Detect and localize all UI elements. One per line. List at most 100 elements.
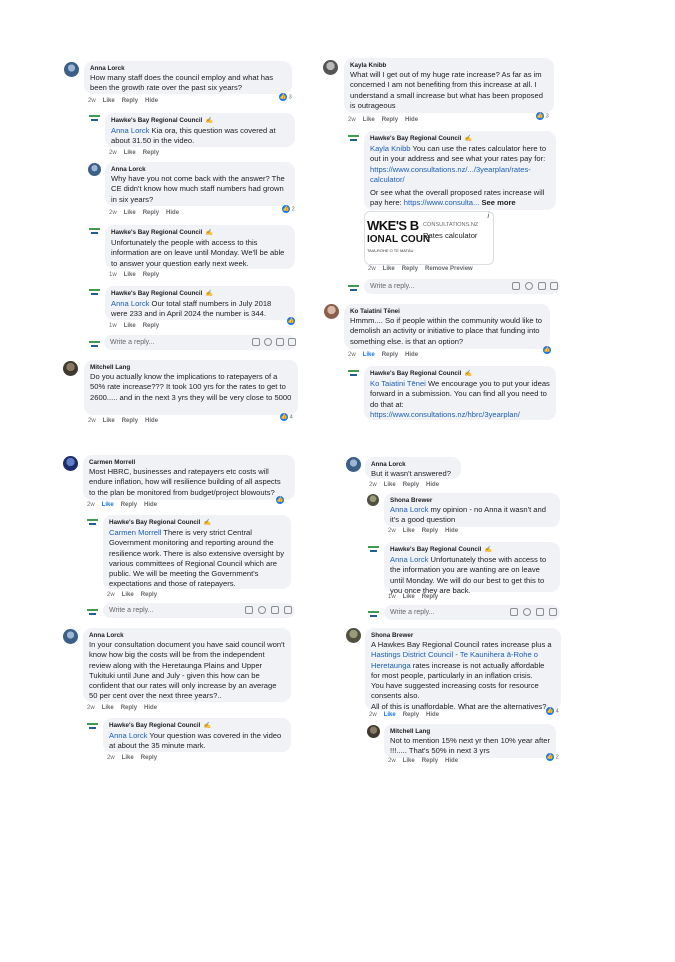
consultation-link[interactable]: https://www.consulta...: [403, 198, 480, 208]
like-button[interactable]: Like: [102, 98, 115, 104]
hide-button[interactable]: Hide: [445, 528, 459, 534]
timestamp[interactable]: 2w: [109, 210, 117, 216]
commenter-name[interactable]: Shona Brewer: [390, 497, 433, 504]
commenter-name[interactable]: Hawke's Bay Regional Council✍: [111, 289, 289, 299]
timestamp[interactable]: 1w: [388, 594, 396, 600]
commenter-name[interactable]: Hawke's Bay Regional Council✍: [370, 134, 550, 144]
hbrc-logo-avatar[interactable]: [86, 516, 99, 527]
mention-link[interactable]: Anna Lorck: [111, 299, 150, 308]
write-reply-input[interactable]: Write a reply...: [384, 605, 560, 620]
camera-icon[interactable]: [536, 608, 544, 616]
reply-button[interactable]: Reply: [121, 98, 139, 104]
avatar[interactable]: [63, 629, 78, 644]
hide-button[interactable]: Hide: [445, 758, 459, 764]
remove-preview-button[interactable]: Remove Preview: [425, 266, 473, 272]
camera-icon[interactable]: [276, 338, 284, 346]
reply-button[interactable]: Reply: [381, 352, 399, 358]
write-reply-input[interactable]: Write a reply...: [103, 603, 295, 618]
sticker-icon[interactable]: [512, 282, 520, 290]
avatar[interactable]: [367, 725, 380, 738]
mention-link[interactable]: Hastings District Council - Te Kaunihera…: [371, 650, 538, 670]
reply-button[interactable]: Reply: [142, 323, 160, 329]
reply-button[interactable]: Reply: [140, 592, 158, 598]
avatar[interactable]: [63, 456, 78, 471]
timestamp[interactable]: 2w: [107, 755, 115, 761]
like-button[interactable]: Like: [383, 712, 396, 718]
timestamp[interactable]: 1w: [109, 272, 117, 278]
write-reply-input[interactable]: Write a reply...: [364, 279, 560, 294]
reaction-count[interactable]: 👍 3: [536, 112, 549, 120]
reaction-count[interactable]: 👍 4: [280, 413, 293, 421]
mention-link[interactable]: Anna Lorck: [390, 555, 429, 564]
hbrc-logo-avatar[interactable]: [347, 367, 360, 378]
reply-button[interactable]: Reply: [421, 528, 439, 534]
like-button[interactable]: Like: [123, 210, 136, 216]
like-button[interactable]: Like: [123, 323, 136, 329]
avatar[interactable]: [367, 494, 379, 506]
mention-link[interactable]: Ko Taiatini Tēnei: [370, 379, 426, 388]
like-button[interactable]: Like: [402, 758, 415, 764]
commenter-name[interactable]: Shona Brewer: [371, 632, 414, 639]
hide-button[interactable]: Hide: [405, 352, 419, 358]
gif-icon[interactable]: [549, 608, 557, 616]
reply-button[interactable]: Reply: [140, 755, 158, 761]
submission-link[interactable]: https://www.consultations.nz/hbrc/3yearp…: [370, 409, 520, 419]
hbrc-logo-avatar[interactable]: [88, 112, 101, 123]
timestamp[interactable]: 2w: [88, 98, 96, 104]
commenter-name[interactable]: Carmen Morrell: [89, 459, 136, 466]
avatar[interactable]: [346, 628, 361, 643]
reply-button[interactable]: Reply: [120, 705, 138, 711]
mention-link[interactable]: Anna Lorck: [109, 731, 148, 740]
avatar[interactable]: [64, 62, 79, 77]
page-name[interactable]: Hawke's Bay Regional Council: [109, 519, 201, 526]
sticker-icon[interactable]: [510, 608, 518, 616]
reaction-count[interactable]: 👍 2: [282, 205, 295, 213]
hide-button[interactable]: Hide: [426, 712, 440, 718]
timestamp[interactable]: 2w: [388, 758, 396, 764]
mention-link[interactable]: Kayla Knibb: [370, 144, 411, 153]
link-preview-card[interactable]: WKE'S B IONAL COUN TAIA-ROHE O TE MATAU …: [364, 211, 494, 265]
reply-button[interactable]: Reply: [142, 272, 160, 278]
reply-button[interactable]: Reply: [142, 210, 160, 216]
hide-button[interactable]: Hide: [144, 502, 158, 508]
page-name[interactable]: Hawke's Bay Regional Council: [111, 229, 203, 236]
commenter-name[interactable]: Hawke's Bay Regional Council✍: [111, 116, 289, 126]
emoji-icon[interactable]: [525, 282, 533, 290]
commenter-name[interactable]: Mitchell Lang: [90, 364, 131, 371]
commenter-name[interactable]: Hawke's Bay Regional Council✍: [109, 721, 285, 731]
sticker-icon[interactable]: [252, 338, 260, 346]
like-button[interactable]: Like: [362, 117, 375, 123]
reply-button[interactable]: Reply: [402, 482, 420, 488]
emoji-icon[interactable]: [264, 338, 272, 346]
commenter-name[interactable]: Ko Taiatini Tēnei: [350, 308, 400, 315]
hide-button[interactable]: Hide: [145, 418, 159, 424]
like-button[interactable]: Like: [402, 594, 415, 600]
reply-button[interactable]: Reply: [421, 758, 439, 764]
timestamp[interactable]: 1w: [109, 323, 117, 329]
camera-icon[interactable]: [271, 606, 279, 614]
like-button[interactable]: Like: [101, 502, 114, 508]
timestamp[interactable]: 2w: [87, 705, 95, 711]
reply-button[interactable]: Reply: [402, 712, 420, 718]
timestamp[interactable]: 2w: [348, 117, 356, 123]
sticker-icon[interactable]: [245, 606, 253, 614]
hide-button[interactable]: Hide: [145, 98, 159, 104]
page-name[interactable]: Hawke's Bay Regional Council: [370, 135, 462, 142]
page-name[interactable]: Hawke's Bay Regional Council: [111, 117, 203, 124]
reply-button[interactable]: Reply: [121, 418, 139, 424]
mention-link[interactable]: Carmen Morrell: [109, 528, 162, 537]
page-name[interactable]: Hawke's Bay Regional Council: [109, 722, 201, 729]
like-button[interactable]: Like: [102, 418, 115, 424]
commenter-name[interactable]: Anna Lorck: [90, 65, 125, 72]
page-name[interactable]: Hawke's Bay Regional Council: [390, 546, 482, 553]
like-button[interactable]: Like: [362, 352, 375, 358]
like-button[interactable]: Like: [123, 272, 136, 278]
hide-button[interactable]: Hide: [144, 705, 158, 711]
commenter-name[interactable]: Anna Lorck: [89, 632, 124, 639]
timestamp[interactable]: 2w: [107, 592, 115, 598]
commenter-name[interactable]: Hawke's Bay Regional Council✍: [111, 228, 289, 238]
avatar[interactable]: [323, 60, 338, 75]
reaction-count[interactable]: 👍 3: [279, 93, 292, 101]
info-icon[interactable]: i: [487, 213, 489, 220]
emoji-icon[interactable]: [523, 608, 531, 616]
